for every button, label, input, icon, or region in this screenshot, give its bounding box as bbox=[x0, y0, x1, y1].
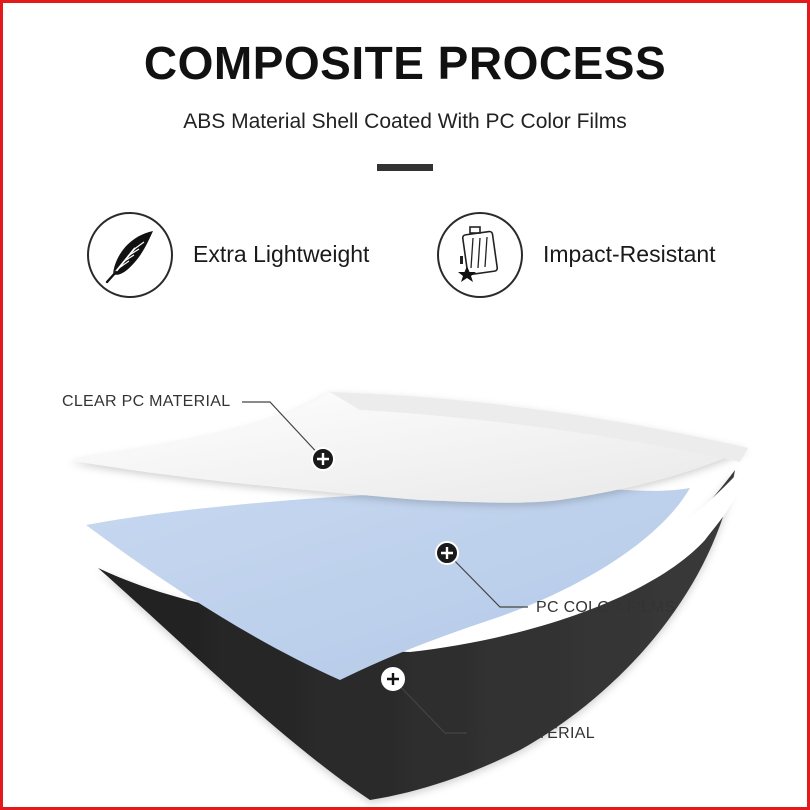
leader-line-abs bbox=[392, 678, 467, 734]
marker-abs-icon bbox=[381, 667, 405, 691]
callout-clear-pc: CLEAR PC MATERIAL bbox=[62, 393, 231, 410]
title-divider bbox=[377, 164, 433, 171]
leader-line-color bbox=[446, 552, 528, 608]
feather-icon bbox=[87, 212, 173, 298]
marker-clear-icon bbox=[311, 447, 335, 471]
leader-line-clear bbox=[242, 401, 324, 460]
feature-label-lightweight: Extra Lightweight bbox=[193, 241, 370, 267]
luggage-impact-icon bbox=[437, 212, 523, 298]
page-title: COMPOSITE PROCESS bbox=[143, 37, 667, 89]
callout-abs: ABS MATERIAL bbox=[476, 725, 595, 742]
pc-color-layer bbox=[86, 487, 690, 680]
feature-label-impact: Impact-Resistant bbox=[543, 241, 716, 267]
marker-color-icon bbox=[435, 541, 459, 565]
callout-pc-color: PC COLOR FILMS bbox=[536, 599, 676, 616]
page-subtitle: ABS Material Shell Coated With PC Color … bbox=[183, 110, 627, 133]
